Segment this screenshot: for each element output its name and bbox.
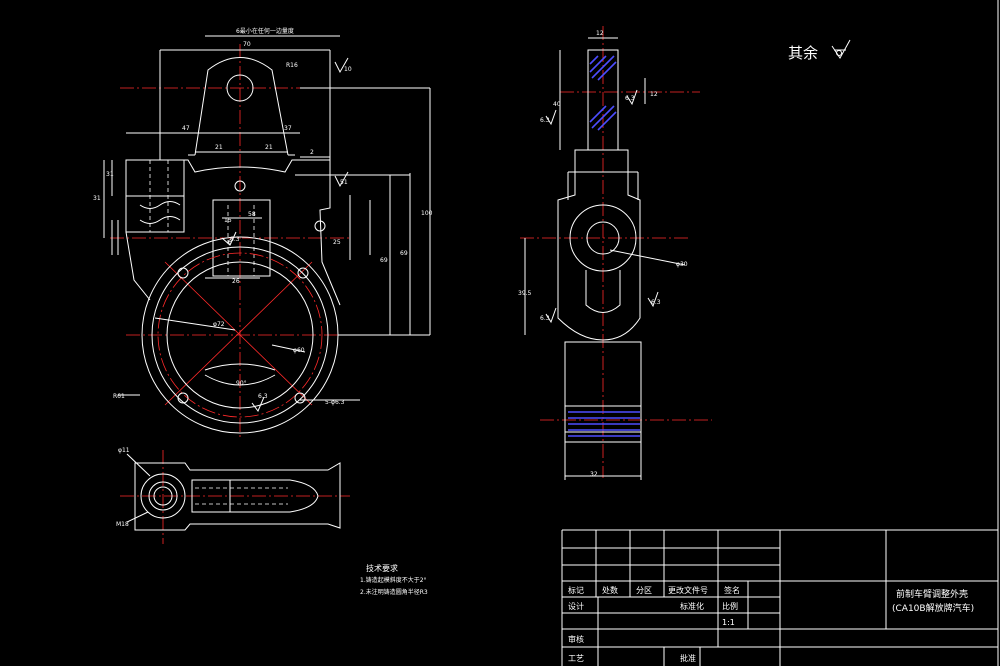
rough-f: 6.3: [651, 299, 661, 306]
rough-e: 6.3: [540, 315, 550, 322]
dim-12b: 12: [650, 91, 658, 98]
side-view: [520, 26, 712, 480]
tb-process: 工艺: [568, 654, 584, 663]
dim-37: 37: [284, 125, 292, 132]
dim-6: 6: [228, 239, 232, 246]
rough-d: 6.3: [625, 95, 635, 102]
tech-req-line1: 1.铸造起模斜度不大于2°: [360, 576, 427, 584]
rough-c: 6.3: [540, 117, 550, 124]
dim-39-5: 39.5: [518, 290, 532, 297]
tb-design: 设计: [568, 601, 584, 611]
side-view-dimensions: 12 12 40 φ30 39.5 32 6.3 6.3 6.3 6.3: [518, 30, 688, 478]
corner-roughness-note: 其余: [788, 39, 851, 62]
dim-21b: 21: [265, 144, 273, 151]
tb-zone: 分区: [636, 586, 652, 595]
tb-standardization: 标准化: [680, 601, 704, 611]
dim-69: 69: [380, 257, 388, 264]
tech-req-title: 技术要求: [366, 563, 398, 573]
dim-top-note: 6最小在任何一边量度: [236, 27, 294, 35]
dim-58: 58: [248, 211, 256, 218]
tb-review: 审核: [568, 634, 584, 644]
dim-26: 26: [232, 278, 240, 285]
dim-12: 12: [596, 30, 604, 37]
dim-roughness-10: 10: [344, 66, 352, 73]
dim-40: 40: [553, 101, 561, 108]
title-block-text: 标记 处数 分区 更改文件号 签名 设计 标准化 比例 1:1 审核 工艺 批准…: [568, 585, 974, 663]
dim-31b: 31: [106, 171, 114, 178]
dim-phi30: φ30: [676, 261, 688, 268]
corner-note-text: 其余: [788, 44, 818, 62]
tb-doc-no: 更改文件号: [668, 585, 708, 595]
front-view-dimensions: 6最小在任何一边量度 70 R16 10 47 37 21 21 2 31 31…: [93, 27, 433, 406]
dim-angle90: 90°: [236, 380, 247, 387]
hatch-top: [589, 55, 617, 131]
dim-r16: R16: [286, 62, 298, 69]
tb-approve: 批准: [680, 653, 696, 663]
dim-phi60: φ60: [293, 347, 305, 354]
dim-25: 25: [333, 239, 341, 246]
dim-70: 70: [243, 41, 251, 48]
dim-100: 100: [421, 210, 433, 217]
tech-req-line2: 2.未注明铸造圆角半径R3: [360, 588, 428, 596]
dim-21a: 21: [215, 144, 223, 151]
tb-ratio-label: 比例: [722, 601, 738, 611]
hatch-bottom: [568, 411, 640, 437]
dim-47: 47: [182, 125, 190, 132]
dim-51: 51: [340, 179, 348, 186]
front-view: [103, 35, 431, 440]
dim-69b: 69: [400, 250, 408, 257]
dim-r61: R61: [113, 393, 125, 400]
tb-ratio-value: 1:1: [722, 618, 735, 627]
tb-count: 处数: [602, 585, 618, 595]
dim-2: 2: [310, 149, 314, 156]
rough-b: 6.3: [258, 393, 268, 400]
dim-m18: M18: [116, 521, 129, 528]
dim-31: 31: [93, 195, 101, 202]
tb-part-sub: (CA10B解放牌汽车): [892, 602, 974, 614]
tb-mark: 标记: [568, 585, 584, 595]
bottom-view-dimensions: φ11 M18: [116, 447, 130, 528]
title-block: [561, 529, 998, 666]
dim-holes: 5-φ6.3: [325, 399, 345, 406]
technical-requirements: 技术要求 1.铸造起模斜度不大于2° 2.未注明铸造圆角半径R3: [360, 563, 428, 596]
rough-a: 6.3: [230, 236, 240, 243]
dim-15: 15: [224, 217, 232, 224]
tb-sign: 签名: [724, 585, 740, 595]
dim-phi11: φ11: [118, 447, 130, 454]
dim-32: 32: [590, 471, 598, 478]
tb-part-name: 前制车臂调整外壳: [896, 588, 968, 600]
bottom-view: [120, 450, 350, 544]
dim-phi72: φ72: [213, 321, 225, 328]
